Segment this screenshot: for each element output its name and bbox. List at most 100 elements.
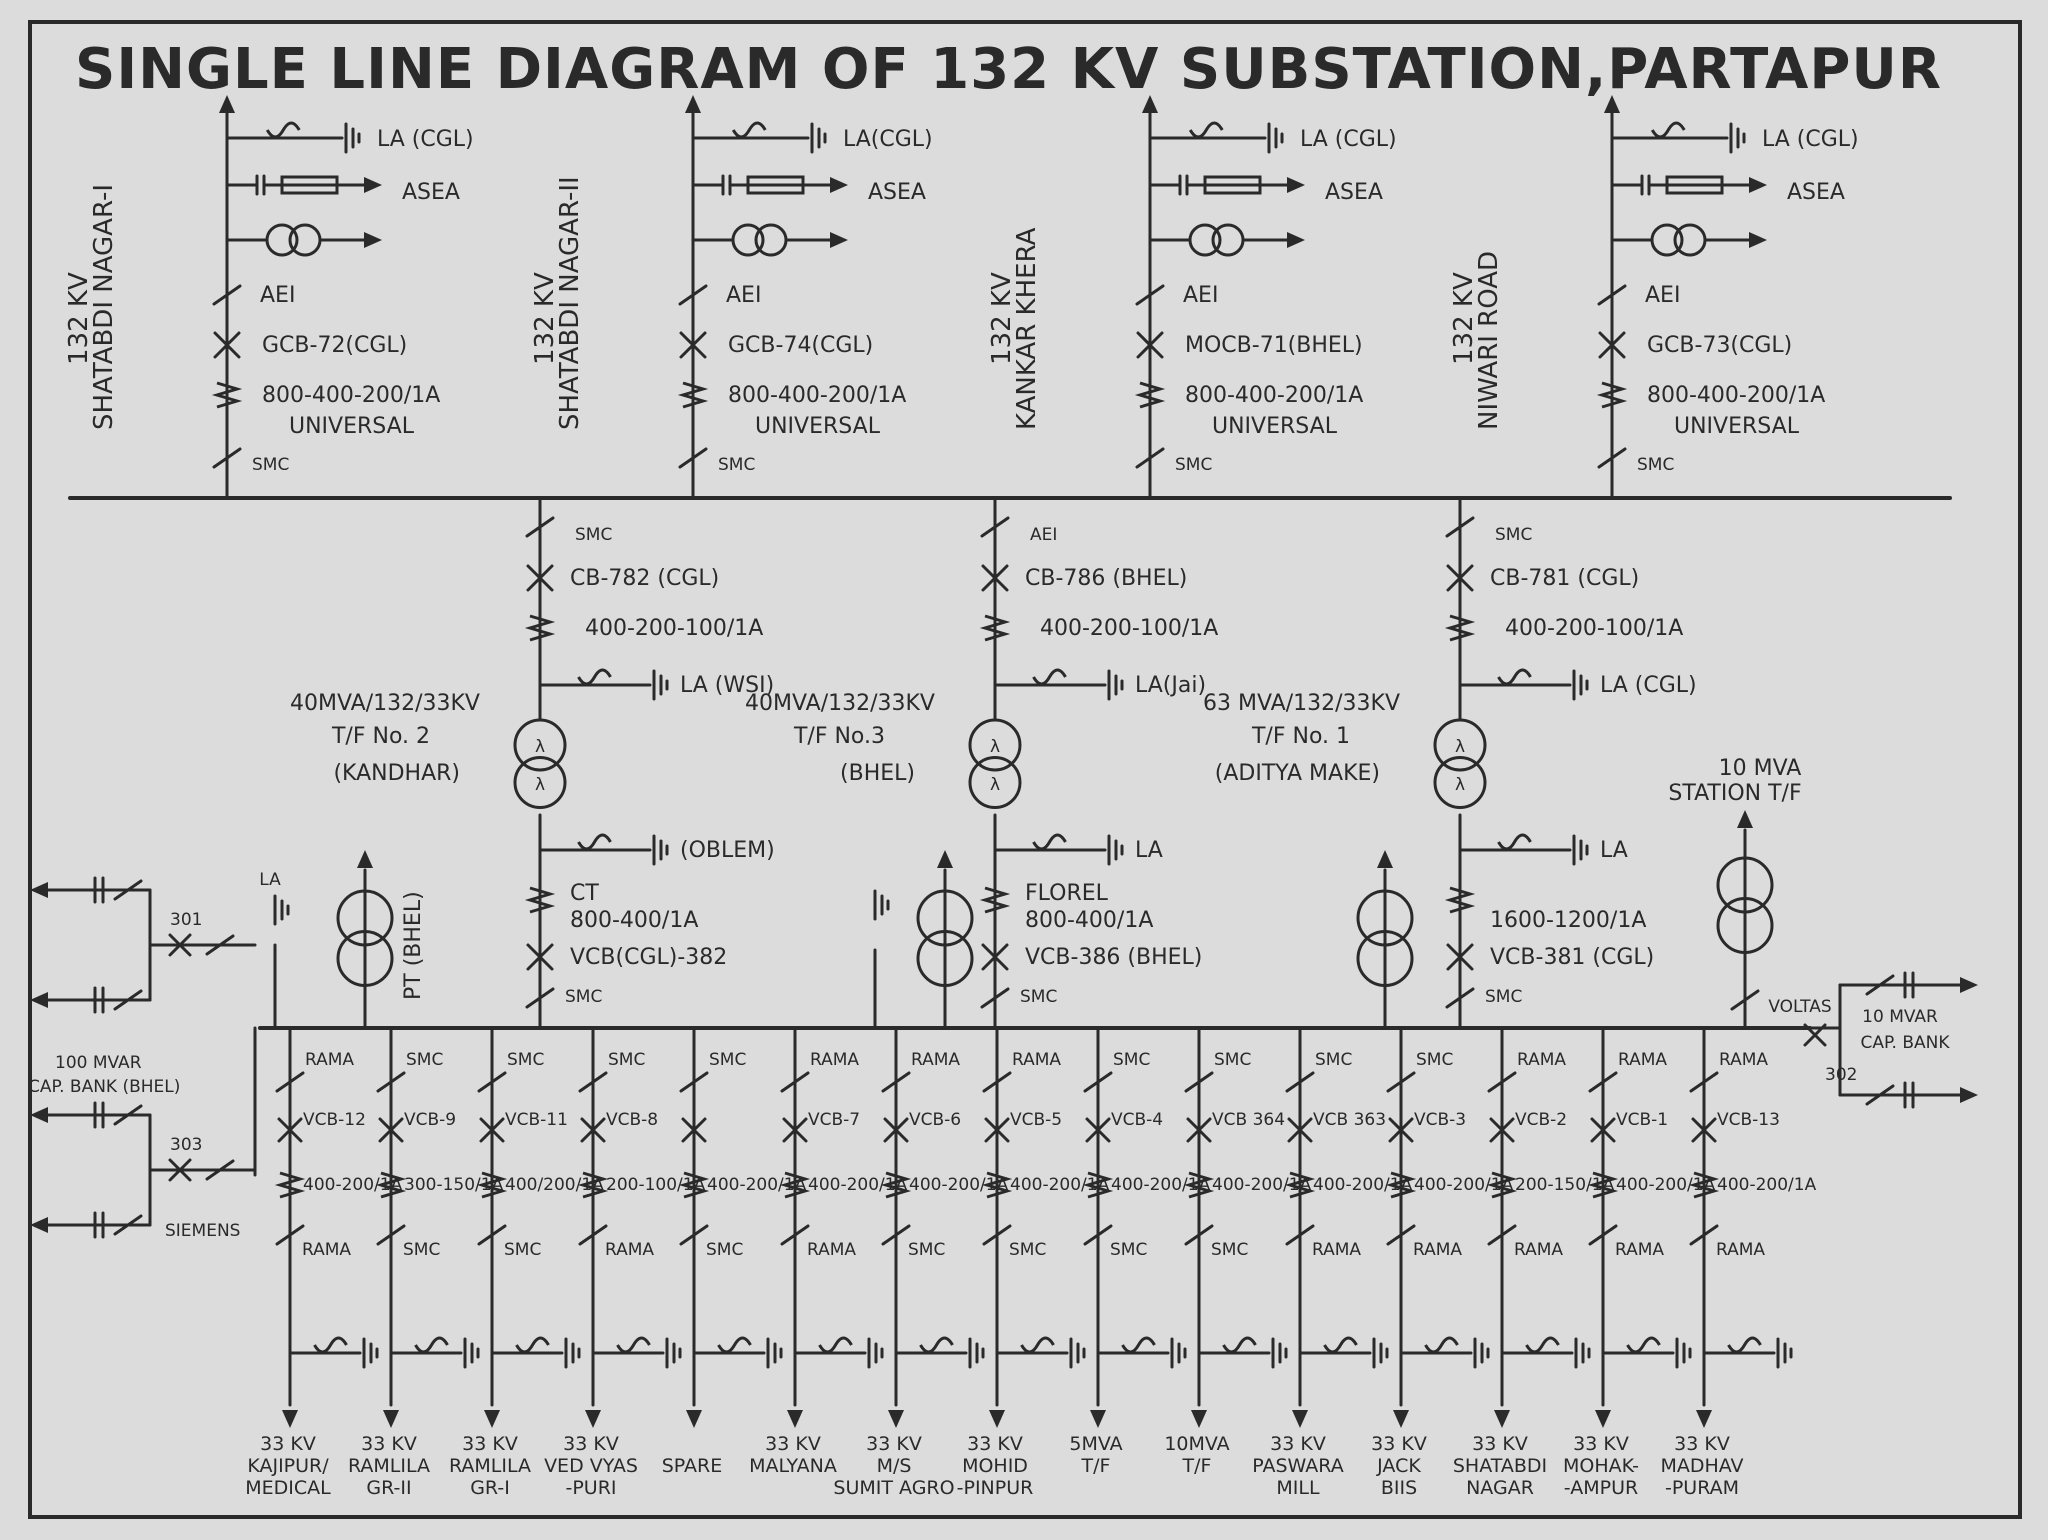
incomer-isolator-label: AEI	[260, 283, 295, 308]
isolator-icon	[1135, 284, 1165, 306]
feeder-name-label: PASWARA	[1252, 1455, 1343, 1477]
incomer-la-label: LA (CGL)	[1762, 127, 1859, 152]
tf-make-label: (KANDHAR)	[333, 761, 460, 786]
isolator-icon	[1445, 516, 1475, 538]
feeder-ct-label: 400-200/1A	[808, 1175, 908, 1195]
feeder-kv-label: 33 KV	[361, 1433, 417, 1455]
isolator-icon	[1689, 1071, 1719, 1093]
feeder-name-label: RAMLILA	[348, 1455, 430, 1477]
feeder-kv-label: 33 KV	[866, 1433, 922, 1455]
current-transformer-icon	[1596, 381, 1628, 409]
isolator-icon	[525, 516, 555, 538]
ct-ring-icon	[265, 223, 299, 257]
ct-ring-icon	[731, 223, 765, 257]
isolator-icon	[205, 934, 235, 956]
isolator-icon	[678, 447, 708, 469]
isolator-icon	[113, 1214, 143, 1236]
tf-rating-label: 40MVA/132/33KV	[745, 691, 935, 716]
feeder-arrow-icon	[787, 1410, 803, 1428]
feeder-vcb-label: VCB-7	[808, 1110, 860, 1130]
tf-lv-ct-tag-label: CT	[570, 881, 599, 906]
breaker-icon	[1590, 1117, 1616, 1143]
lightning-arrester-icon	[313, 1336, 348, 1354]
isolator-icon	[1597, 284, 1627, 306]
isolator-icon	[212, 284, 242, 306]
feeder-name2-label: SUMIT AGRO	[833, 1477, 954, 1499]
isolator-icon	[1445, 987, 1475, 1009]
current-transformer-icon	[274, 1171, 306, 1199]
feeder-arrow-icon	[484, 1410, 500, 1428]
breaker-icon	[213, 331, 241, 359]
cap-bank-right-label: 10 MVAR	[1862, 1007, 1938, 1027]
meter-arrow-icon	[1749, 177, 1767, 193]
current-transformer-icon	[577, 1171, 609, 1199]
tf-number-label: T/F No. 1	[1251, 724, 1350, 749]
current-transformer-icon	[1444, 886, 1476, 914]
current-transformer-icon	[1134, 381, 1166, 409]
feeder-vcb-label: VCB-13	[1717, 1110, 1780, 1130]
isolator-icon	[477, 1224, 507, 1246]
incomer-la-label: LA(CGL)	[843, 127, 933, 152]
isolator-icon	[780, 1224, 810, 1246]
feeder-ct-label: 200-150/1A	[1515, 1175, 1615, 1195]
meter-arrow-icon	[830, 177, 848, 193]
lightning-arrester-icon	[1424, 1336, 1459, 1354]
breaker-icon	[168, 1158, 192, 1182]
feeder-arrow-icon	[1595, 1410, 1611, 1428]
isolator-icon	[980, 987, 1010, 1009]
potential-transformer-icon	[1356, 889, 1414, 947]
feeder-top-isolator-label: RAMA	[911, 1050, 960, 1070]
ct-arrow-icon	[830, 232, 848, 248]
feeder-name-label: T/F	[1081, 1455, 1111, 1477]
lightning-arrester-icon	[577, 833, 612, 851]
isolator-icon	[1386, 1224, 1416, 1246]
incomer-breaker-label: GCB-73(CGL)	[1647, 333, 1792, 358]
power-transformer-icon	[1433, 756, 1487, 809]
sheet-border	[28, 20, 2022, 1519]
diagram-title: SINGLE LINE DIAGRAM OF 132 KV SUBSTATION…	[75, 37, 1942, 102]
current-transformer-icon	[375, 1171, 407, 1199]
feeder-bottom-isolator-label: RAMA	[1413, 1240, 1462, 1260]
current-transformer-icon	[1082, 1171, 1114, 1199]
cap-bank-arrow-icon	[30, 1107, 48, 1123]
feeder-top-isolator-label: RAMA	[1517, 1050, 1566, 1070]
isolator-icon	[113, 989, 143, 1011]
feeder-vcb-label: VCB-2	[1515, 1110, 1567, 1130]
tf-lv-ct-label: 1600-1200/1A	[1490, 908, 1646, 933]
isolator-icon	[679, 1224, 709, 1246]
feeder-bottom-isolator-label: RAMA	[807, 1240, 856, 1260]
feeder-bottom-isolator-label: SMC	[1009, 1240, 1046, 1260]
isolator-icon	[1865, 1084, 1895, 1106]
feeder-bottom-isolator-label: SMC	[908, 1240, 945, 1260]
breaker-icon	[168, 933, 192, 957]
feeder-top-isolator-label: SMC	[1113, 1050, 1150, 1070]
current-transformer-icon	[979, 886, 1011, 914]
isolator-icon	[1730, 989, 1760, 1011]
isolator-icon	[376, 1071, 406, 1093]
feeder-bottom-isolator-label: RAMA	[1514, 1240, 1563, 1260]
breaker-icon	[580, 1117, 606, 1143]
lightning-arrester-icon	[265, 121, 301, 139]
breaker-icon	[1691, 1117, 1717, 1143]
lightning-arrester-icon	[1020, 1336, 1055, 1354]
breaker-icon	[981, 943, 1009, 971]
voltas-label: VOLTAS	[1768, 997, 1831, 1017]
feeder-ct-label: 400-200/1A	[1111, 1175, 1211, 1195]
isolator-icon	[113, 1104, 143, 1126]
feeder-kv-label: 33 KV	[765, 1433, 821, 1455]
cap-bank-bay-label: 303	[170, 1135, 202, 1155]
incomer-name-label: NIWARI ROAD	[1474, 251, 1504, 430]
lightning-arrester-icon	[1188, 121, 1224, 139]
delta-symbol: λ	[535, 737, 545, 757]
incomer-kv-label: 132 KV	[1449, 272, 1479, 365]
incomer-ct-label: 800-400-200/1A	[728, 383, 906, 408]
feeder-bottom-isolator-label: RAMA	[1615, 1240, 1664, 1260]
incomer-switch-label: SMC	[1175, 455, 1212, 475]
breaker-icon	[1446, 943, 1474, 971]
power-transformer-icon	[513, 756, 567, 809]
breaker-icon	[1287, 1117, 1313, 1143]
breaker-icon	[883, 1117, 909, 1143]
incomer-ct-make-label: UNIVERSAL	[1674, 414, 1800, 439]
breaker-icon	[981, 564, 1009, 592]
ct-arrow-icon	[1287, 232, 1305, 248]
